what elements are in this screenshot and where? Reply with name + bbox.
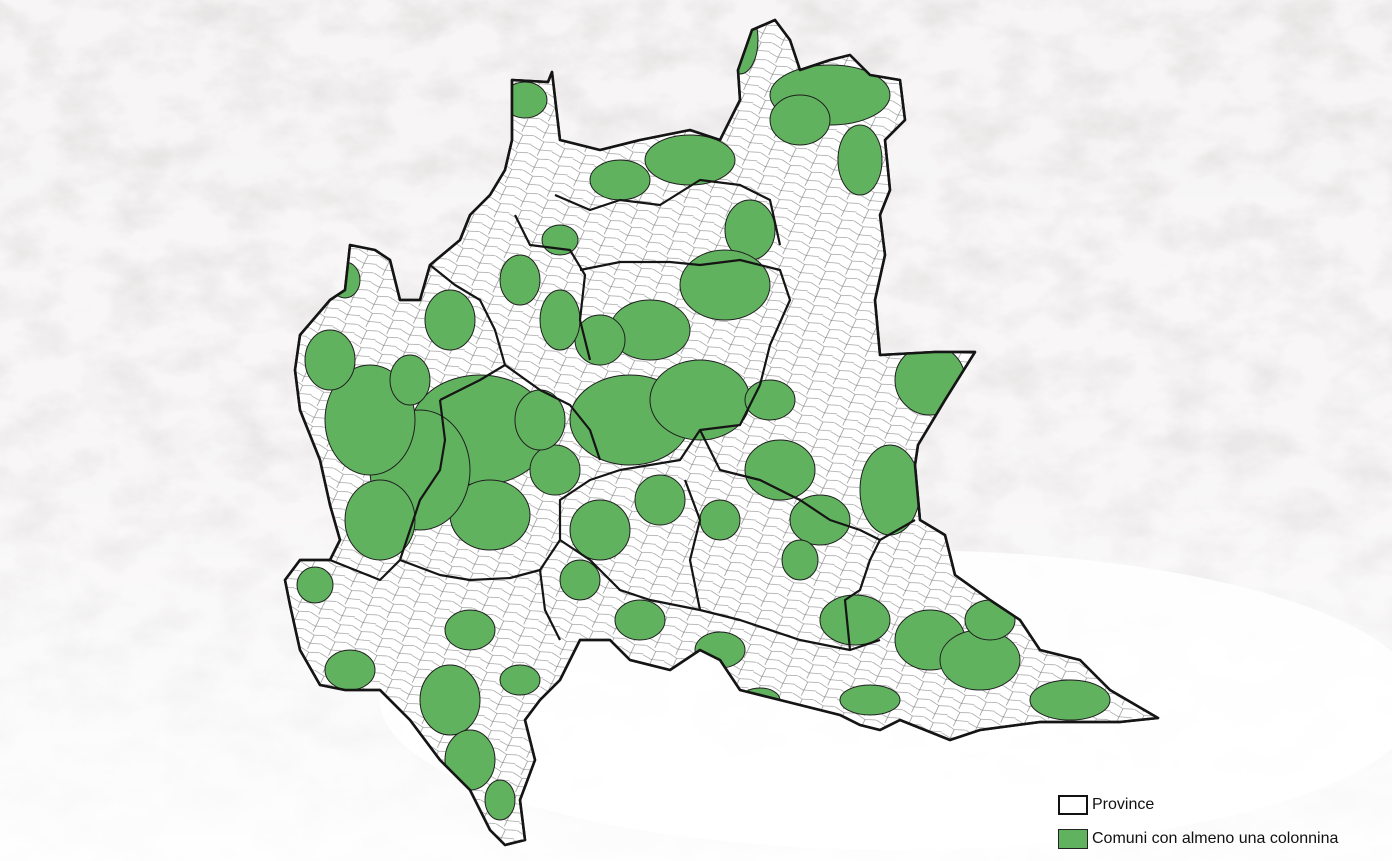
province-border-11 xyxy=(843,539,881,651)
province-border-12 xyxy=(329,558,401,582)
province-border-5 xyxy=(504,364,602,461)
green-comune-cluster-42 xyxy=(569,499,631,561)
green-comune-cluster-27 xyxy=(819,594,891,646)
green-comune-cluster-21 xyxy=(649,359,751,441)
green-comune-cluster-36 xyxy=(419,664,481,736)
green-comune-cluster-37 xyxy=(324,649,376,691)
green-comune-cluster-45 xyxy=(699,499,741,541)
province-border-14 xyxy=(683,479,702,611)
region-border xyxy=(283,18,1160,847)
green-comune-cluster-46 xyxy=(781,539,819,581)
province-border-3 xyxy=(429,264,507,401)
green-fill-swatch xyxy=(1058,829,1088,849)
green-comune-cluster-38 xyxy=(296,566,334,604)
province-border-13 xyxy=(538,569,561,641)
legend-label-province: Province xyxy=(1092,796,1155,813)
green-comune-cluster-43 xyxy=(634,474,686,526)
green-comune-cluster-7 xyxy=(769,94,831,146)
green-comune-cluster-9 xyxy=(679,249,771,321)
legend-item-province: Province xyxy=(1058,792,1388,818)
green-comune-cluster-50 xyxy=(499,254,541,306)
green-comune-cluster-44 xyxy=(529,444,581,496)
legend-label-comuni: Comuni con almeno una colonnina xyxy=(1092,830,1339,847)
green-comune-cluster-40 xyxy=(484,779,516,821)
province-border-4 xyxy=(579,258,792,386)
province-border-10 xyxy=(699,429,916,542)
green-comune-cluster-29 xyxy=(939,629,1021,691)
province-outline-swatch xyxy=(1058,795,1088,815)
green-comune-cluster-41 xyxy=(499,664,541,696)
green-comune-cluster-23 xyxy=(744,439,816,501)
green-comune-cluster-3 xyxy=(644,134,736,186)
green-comune-cluster-48 xyxy=(839,684,901,716)
province-border-6 xyxy=(398,399,447,561)
green-comune-cluster-12 xyxy=(539,289,581,351)
map-legend: Province Comuni con almeno una colonnina xyxy=(1058,792,1388,860)
province-border-1 xyxy=(554,178,782,246)
legend-item-comuni: Comuni con almeno una colonnina xyxy=(1058,826,1388,852)
province-border-2 xyxy=(514,214,592,361)
green-comune-cluster-30 xyxy=(1029,679,1111,721)
green-comune-cluster-33 xyxy=(614,599,666,641)
province-borders xyxy=(329,178,916,652)
green-comune-cluster-4 xyxy=(589,159,651,201)
green-comune-cluster-6 xyxy=(837,124,883,196)
green-comune-cluster-52 xyxy=(389,354,431,406)
green-comune-cluster-34 xyxy=(559,559,601,601)
municipalities-with-charging-station xyxy=(296,20,1111,821)
green-comune-cluster-24 xyxy=(789,494,851,546)
green-comune-cluster-49 xyxy=(424,289,476,351)
green-comune-cluster-35 xyxy=(444,609,496,651)
green-comune-cluster-11 xyxy=(574,314,626,366)
green-comune-cluster-51 xyxy=(541,224,579,256)
green-comune-cluster-17 xyxy=(304,329,356,391)
green-comune-cluster-19 xyxy=(344,479,416,561)
